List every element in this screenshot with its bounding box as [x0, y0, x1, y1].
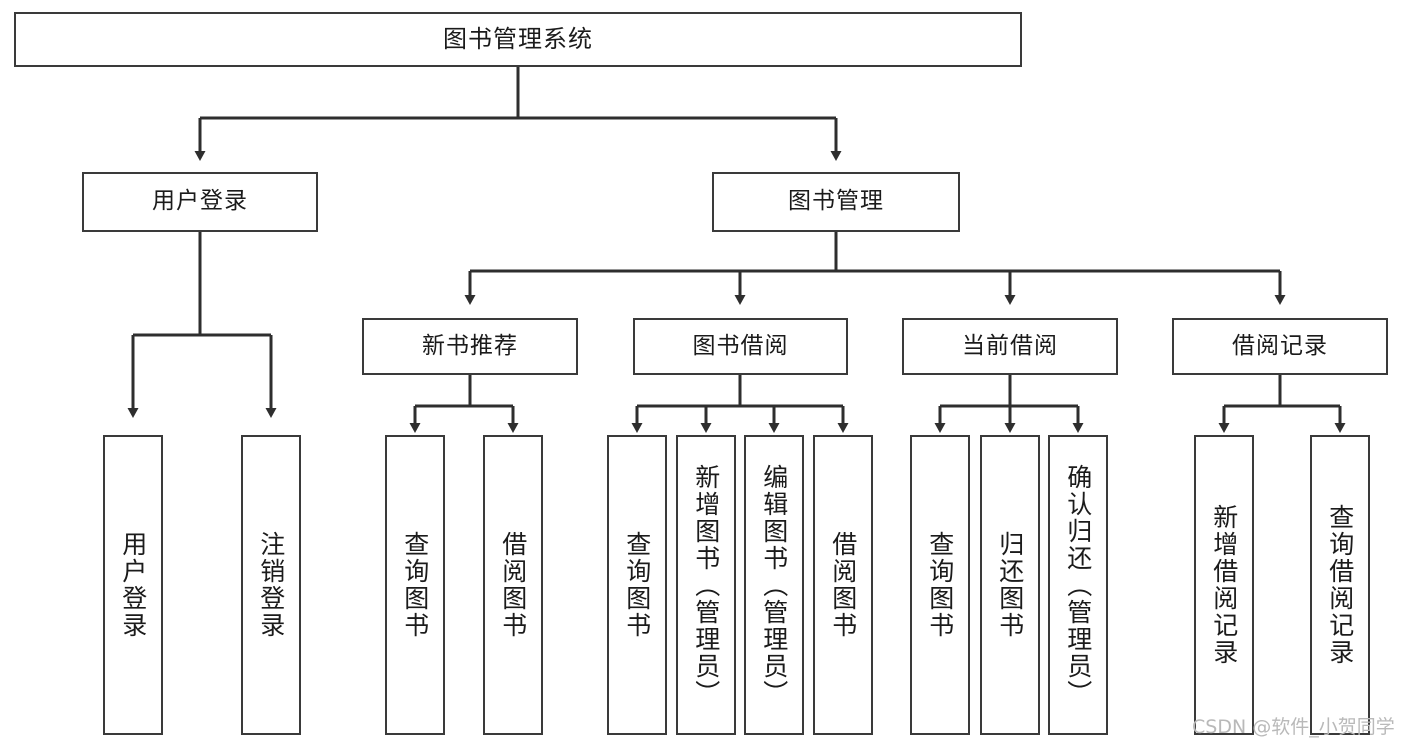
leaf-label: 注销登录: [256, 531, 286, 639]
leaf-current-borrow-return[interactable]: 归还图书: [980, 435, 1040, 735]
leaf-book-borrow-add[interactable]: 新增图书（管理员）: [676, 435, 736, 735]
leaf-label: 查询图书: [622, 531, 652, 639]
leaf-user-login-login[interactable]: 用户登录: [103, 435, 163, 735]
leaf-label: 新增图书（管理员）: [691, 463, 721, 707]
leaf-book-borrow-borrow[interactable]: 借阅图书: [813, 435, 873, 735]
leaf-label: 查询图书: [400, 531, 430, 639]
leaf-label: 查询借阅记录: [1325, 504, 1355, 666]
leaf-current-borrow-confirm-return[interactable]: 确认归还（管理员）: [1048, 435, 1108, 735]
csdn-watermark: CSDN @软件_小贺同学: [1192, 716, 1395, 738]
node-borrow-record[interactable]: 借阅记录: [1172, 318, 1388, 375]
leaf-book-borrow-query[interactable]: 查询图书: [607, 435, 667, 735]
node-new-book-recommend[interactable]: 新书推荐: [362, 318, 578, 375]
leaf-book-borrow-edit[interactable]: 编辑图书（管理员）: [744, 435, 804, 735]
leaf-label: 归还图书: [995, 531, 1025, 639]
leaf-label: 查询图书: [925, 531, 955, 639]
leaf-borrow-record-query[interactable]: 查询借阅记录: [1310, 435, 1370, 735]
node-user-login[interactable]: 用户登录: [82, 172, 318, 232]
leaf-current-borrow-query[interactable]: 查询图书: [910, 435, 970, 735]
leaf-label: 确认归还（管理员）: [1063, 463, 1093, 707]
leaf-new-book-query[interactable]: 查询图书: [385, 435, 445, 735]
leaf-user-login-logout[interactable]: 注销登录: [241, 435, 301, 735]
leaf-label: 新增借阅记录: [1209, 504, 1239, 666]
leaf-label: 借阅图书: [498, 531, 528, 639]
node-current-borrow[interactable]: 当前借阅: [902, 318, 1118, 375]
leaf-label: 编辑图书（管理员）: [759, 463, 789, 707]
leaf-borrow-record-add[interactable]: 新增借阅记录: [1194, 435, 1254, 735]
leaf-label: 借阅图书: [828, 531, 858, 639]
node-book-borrow[interactable]: 图书借阅: [633, 318, 848, 375]
leaf-new-book-borrow[interactable]: 借阅图书: [483, 435, 543, 735]
node-root[interactable]: 图书管理系统: [14, 12, 1022, 67]
node-book-management[interactable]: 图书管理: [712, 172, 960, 232]
leaf-label: 用户登录: [118, 531, 148, 639]
